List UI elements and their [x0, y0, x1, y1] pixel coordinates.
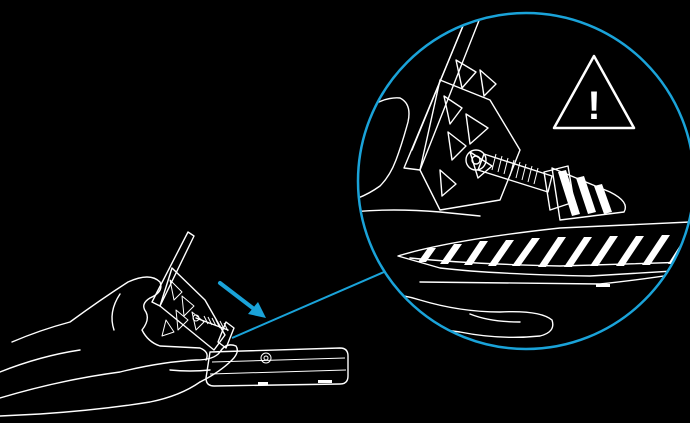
pedal-arm: [152, 232, 225, 350]
callout-leader: [232, 272, 384, 338]
magnified-detail: !: [350, 10, 690, 355]
warning-symbol: !: [587, 84, 600, 128]
spring-small: [193, 315, 234, 348]
arrow-icon: [220, 283, 266, 318]
hand-right-small: [0, 345, 237, 416]
hand-left-small: [0, 277, 207, 372]
small-scene: [0, 232, 348, 416]
pedal-base: [206, 348, 348, 386]
